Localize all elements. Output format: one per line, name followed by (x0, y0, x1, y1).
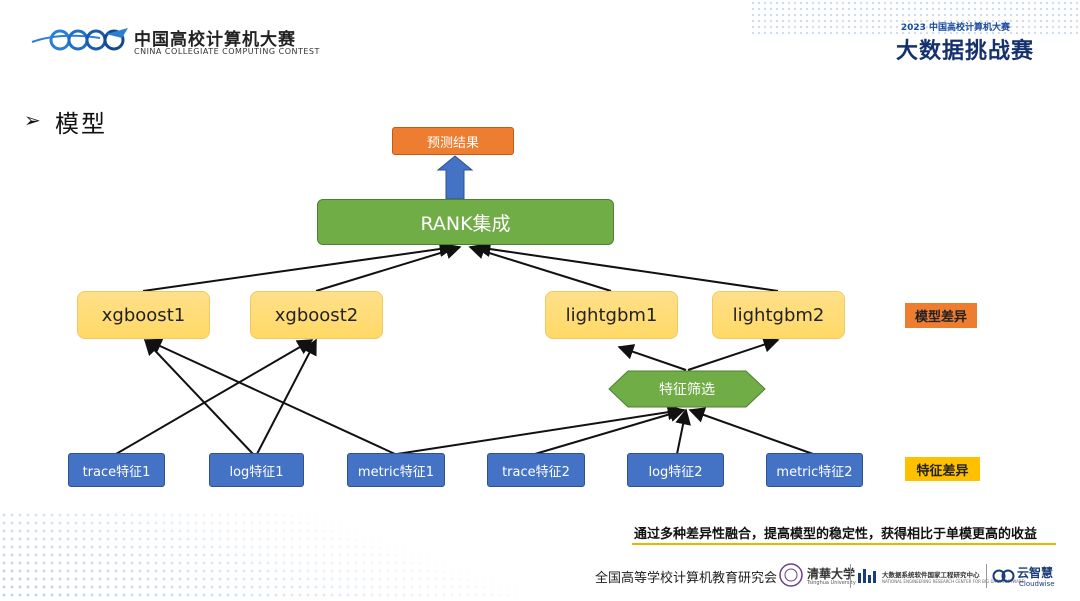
edge-metric1-xgboost1 (145, 338, 396, 455)
conclusion-underline (632, 543, 1056, 545)
feature-node-metric2: metric特征2 (766, 453, 863, 487)
bullet-arrow-icon: ➢ (24, 108, 41, 132)
edge-trace1-xgboost2 (115, 339, 314, 455)
model-node-xgboost1: xgboost1 (77, 291, 210, 339)
footer-cloudwise-en: Cloudwise (1019, 580, 1055, 588)
edge-filter-lightgbm2 (687, 336, 780, 371)
feature-filter-node: 特征筛选 (608, 370, 766, 408)
corner-dot-pattern (750, 0, 1080, 36)
feature-node-trace2: trace特征2 (487, 453, 585, 487)
footer-divider (986, 564, 987, 588)
footer-tsinghua: 清華大学 (807, 567, 856, 581)
edge-filter-lightgbm1 (617, 344, 687, 371)
feature-node-log1: log特征1 (209, 453, 304, 487)
footer-association: 全国高等学校计算机教育研究会 (595, 571, 778, 586)
feature-node-log2: log特征2 (627, 453, 724, 487)
model-diff-tag: 模型差异 (905, 303, 977, 328)
feature-filter-label: 特征筛选 (659, 382, 715, 398)
cloudwise-logo-icon (992, 569, 1015, 583)
edge-lightgbm2-rank (474, 241, 779, 292)
footer-tsinghua-en: Tsinghua University (807, 580, 856, 586)
tsinghua-seal-icon (779, 563, 803, 587)
edge-metric1-filter (396, 404, 684, 455)
edge-metric2-filter (688, 407, 814, 455)
brand-subtitle: 2023 中国高校计算机大赛 (900, 23, 1010, 33)
model-node-xgboost2: xgboost2 (250, 291, 383, 339)
bar-logo-icon (858, 569, 876, 583)
feature-node-metric1: metric特征1 (347, 453, 445, 487)
feature-diff-tag: 特征差异 (905, 457, 980, 481)
edge-log2-filter (675, 408, 691, 455)
prediction-result-node: 预测结果 (392, 127, 514, 155)
edge-lightgbm1-rank (468, 243, 612, 292)
up-arrow-icon (436, 155, 474, 200)
footer-research-center: 大数据系统软件国家工程研究中心 (882, 571, 980, 579)
contest-name-en: CNINA COLLEGIATE COMPUTING CONTEST (134, 47, 320, 56)
model-node-lightgbm2: lightgbm2 (712, 291, 845, 339)
contest-logo-icon (31, 28, 128, 51)
rank-ensemble-node: RANK集成 (317, 199, 614, 245)
edge-xgboost2-rank (315, 243, 462, 292)
edge-log1-xgboost1 (143, 338, 254, 455)
edge-trace2-filter (534, 406, 686, 455)
corner-dot-pattern-bottom (0, 511, 520, 601)
edge-log1-xgboost2 (256, 338, 317, 455)
feature-node-trace1: trace特征1 (68, 453, 165, 487)
brand-title: 大数据挑战赛 (895, 39, 1034, 64)
edge-xgboost1-rank (142, 241, 456, 292)
conclusion-text: 通过多种差异性融合，提高模型的稳定性，获得相比于单模更高的收益 (634, 527, 1038, 542)
contest-name-cn: 中国高校计算机大赛 (134, 30, 296, 50)
footer-cloudwise: 云智慧 (1017, 566, 1054, 580)
hexagon-shape (608, 370, 766, 408)
footer-research-center-en: NATIONAL ENGINEERING RESEARCH CENTER FOR… (882, 579, 1025, 584)
footer-divider (850, 564, 851, 588)
model-node-lightgbm1: lightgbm1 (545, 291, 678, 339)
section-title: 模型 (55, 110, 107, 138)
